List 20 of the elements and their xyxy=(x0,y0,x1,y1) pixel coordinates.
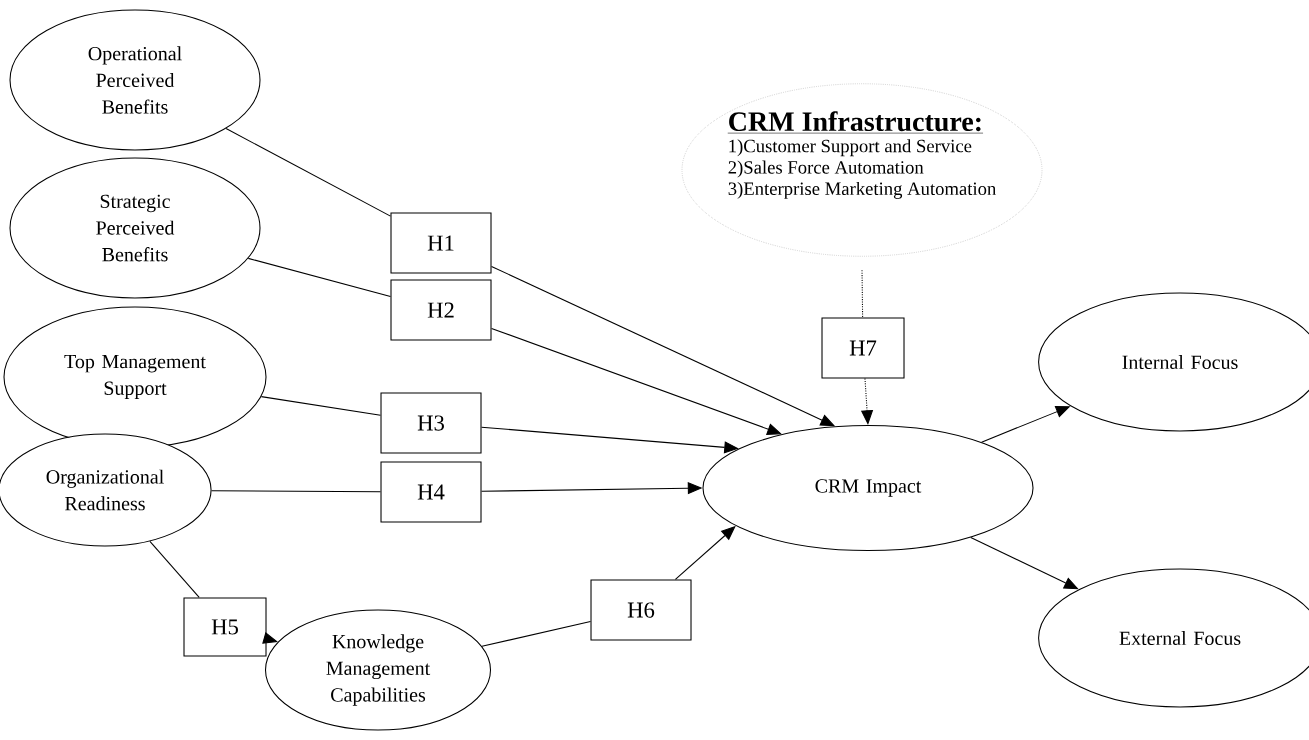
node-label: External Focus xyxy=(1119,630,1241,646)
hypothesis-box: H6 xyxy=(590,579,692,641)
hypothesis-box: H3 xyxy=(380,392,482,454)
hypothesis-box: H5 xyxy=(183,597,267,657)
hypothesis-box: H2 xyxy=(390,279,492,341)
arrow xyxy=(491,327,782,435)
oval-node: Strategic Perceived Benefits xyxy=(9,157,261,299)
oval-node: Top Management Support xyxy=(3,306,267,448)
oval-node: Operational Perceived Benefits xyxy=(9,9,261,151)
hypothesis-box: H7 xyxy=(821,317,905,379)
node-label: Knowledge Management Capabilities xyxy=(326,634,431,706)
arrow xyxy=(481,426,739,454)
oval-node: Knowledge Management Capabilities xyxy=(264,609,492,731)
hypothesis-box: H4 xyxy=(380,461,482,523)
hypothesis-box: H1 xyxy=(390,212,492,274)
oval-node: CRM Impact xyxy=(702,424,1034,552)
oval-node: Internal Focus xyxy=(1038,292,1309,432)
oval-node: External Focus xyxy=(1038,568,1309,708)
arrow xyxy=(262,632,278,644)
node-label: Internal Focus xyxy=(1122,354,1238,370)
